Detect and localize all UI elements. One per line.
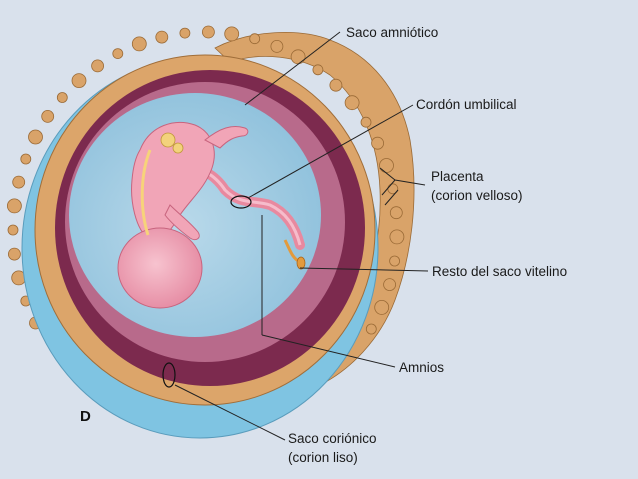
villus-blob xyxy=(270,40,284,53)
label-saco-corionico: Saco coriónico xyxy=(288,431,377,446)
villus-blob xyxy=(224,26,240,42)
villus-blob xyxy=(41,110,55,123)
villus-blob xyxy=(28,129,43,145)
villus-blob xyxy=(131,36,147,52)
label-saco-amniotico: Saco amniótico xyxy=(346,25,438,40)
villus-blob xyxy=(344,95,360,111)
label-amnios: Amnios xyxy=(399,360,444,375)
villus-blob xyxy=(155,30,169,44)
villus-blob xyxy=(7,224,19,236)
villus-blob xyxy=(12,175,26,189)
embryo xyxy=(117,121,249,309)
villus-blob xyxy=(56,92,68,103)
label-saco-corionico-sub: (corion liso) xyxy=(288,450,358,465)
villus-blob xyxy=(20,153,32,165)
villus-blob xyxy=(389,229,405,245)
villus-blob xyxy=(389,206,403,220)
villus-blob xyxy=(389,255,401,267)
villus-blob xyxy=(312,64,324,76)
villus-blob xyxy=(7,247,21,261)
villus-blob xyxy=(379,158,394,173)
leader-lines xyxy=(162,31,429,441)
villus-blob xyxy=(329,78,343,92)
villus-blob xyxy=(91,59,104,73)
label-placenta: Placenta xyxy=(431,169,484,184)
panel-letter: D xyxy=(80,408,91,425)
villus-blob xyxy=(112,48,124,59)
villus-blob xyxy=(371,136,385,150)
villus-blob xyxy=(249,33,261,45)
villus-blob xyxy=(290,49,306,65)
label-cordon-umbilical: Cordón umbilical xyxy=(416,97,517,112)
villus-blob xyxy=(71,73,87,88)
label-resto-saco-vitelino: Resto del saco vitelino xyxy=(432,264,567,279)
villus-blob xyxy=(374,299,390,315)
villus-blob xyxy=(365,323,377,335)
villus-blob xyxy=(179,27,191,39)
yolk-sac-remnant xyxy=(283,239,306,270)
villus-blob xyxy=(360,116,372,128)
villus-blob xyxy=(6,198,22,214)
label-placenta-sub: (corion velloso) xyxy=(431,188,523,203)
villus-blob xyxy=(201,25,215,39)
villus-blob xyxy=(383,278,397,292)
